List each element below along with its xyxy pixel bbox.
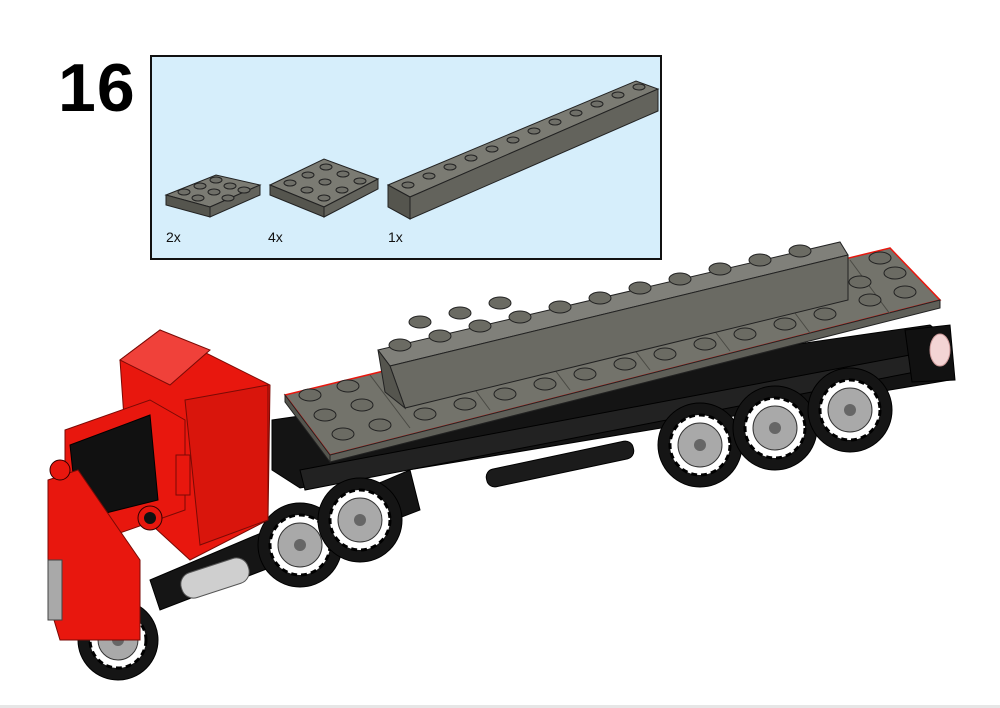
- part-plate-2x3: [164, 174, 262, 218]
- quantity-label: 4x: [268, 229, 283, 245]
- quantity-label: 1x: [388, 229, 403, 245]
- parts-illustration: [164, 80, 660, 220]
- part-brick-1x12: [386, 80, 660, 220]
- quantity-label: 2x: [166, 229, 181, 245]
- step-number: 16: [58, 50, 136, 126]
- trailer-deck: [283, 241, 942, 464]
- trailer-wheels: [657, 367, 893, 488]
- parts-callout: 2x 4x 1x: [150, 55, 662, 260]
- part-plate-3x3: [268, 158, 380, 218]
- tractor-cab: [47, 329, 271, 641]
- page-edge: [0, 705, 1000, 708]
